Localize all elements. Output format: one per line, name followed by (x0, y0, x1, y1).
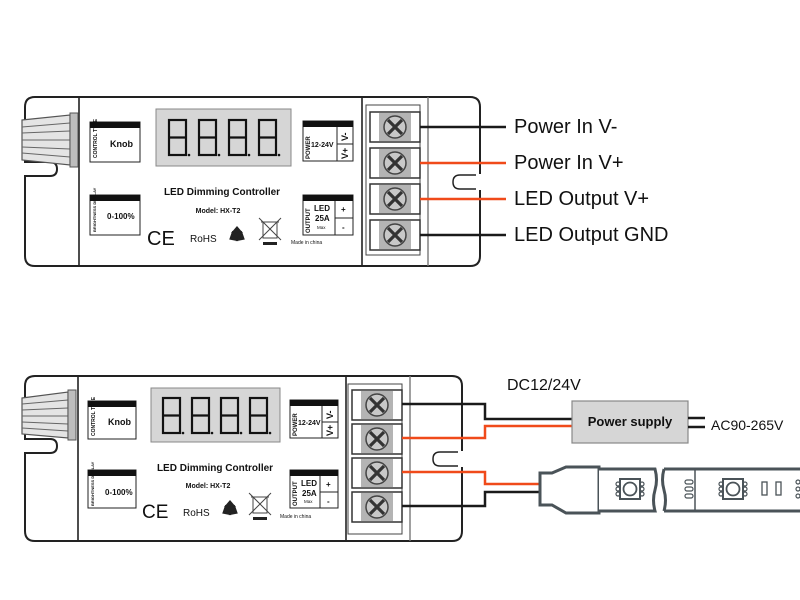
control-type-box: CONTROL TYPE Knob (89, 118, 141, 163)
terminal-label: LED Output GND (514, 224, 669, 246)
wire-strip-negative (402, 490, 540, 508)
ce-mark-icon: CE (147, 228, 175, 250)
dimmer-knob[interactable] (21, 112, 79, 168)
power-pin-vplus: V+ (325, 425, 335, 436)
output-label: OUTPUT (293, 481, 299, 506)
brightness-box: BRIGHTNESS DISPLAY 0-100% (89, 187, 141, 236)
ce-mark-icon: CE (142, 502, 168, 523)
output-led: LED (301, 479, 317, 488)
strip-connector (538, 465, 601, 515)
output-box: OUTPUT LED 25A Max + - (289, 469, 339, 509)
terminal-block (365, 104, 421, 256)
controller-model: Model: HX-T2 (196, 208, 241, 215)
output-max: Max (317, 225, 326, 230)
controller-title: LED Dimming Controller (164, 187, 280, 198)
output-label: OUTPUT (306, 208, 312, 233)
controller-top: CONTROL TYPE Knob BRIGHTNESS DISPLAY 0-1… (21, 96, 669, 267)
rohs-label: RoHS (190, 234, 217, 245)
power-label: POWER (293, 413, 299, 436)
output-max: Max (304, 499, 313, 504)
wire-strip-positive (402, 470, 540, 486)
controller-title: LED Dimming Controller (157, 463, 273, 474)
control-type-label: CONTROL TYPE (91, 396, 97, 436)
control-type-value: Knob (110, 139, 133, 149)
output-current: 25A (315, 214, 330, 223)
output-led: LED (314, 204, 330, 213)
terminal-2[interactable] (351, 423, 403, 455)
output-current: 25A (302, 489, 317, 498)
power-box: POWER 12-24V V- V+ (302, 120, 354, 162)
made-in-label: Made in china (291, 240, 322, 246)
power-value: 12-24V (311, 142, 334, 149)
wire-supply-positive (402, 424, 572, 440)
controller-bottom: CONTROL TYPE Knob BRIGHTNESS DISPLAY 0-1… (21, 375, 800, 542)
control-type-label: CONTROL TYPE (93, 118, 99, 158)
terminal-1[interactable] (351, 389, 403, 421)
power-supply-label: Power supply (588, 414, 673, 429)
smd-led-icon (718, 478, 748, 500)
power-pin-vplus: V+ (340, 148, 350, 159)
output-pin-plus: + (326, 480, 331, 489)
power-pin-vminus: V- (340, 132, 350, 141)
terminal-label: Power In V+ (514, 152, 624, 174)
brightness-value: 0-100% (105, 488, 133, 497)
dimmer-knob[interactable] (21, 389, 77, 441)
controller-model: Model: HX-T2 (186, 483, 231, 490)
control-type-box: CONTROL TYPE Knob (87, 396, 137, 440)
control-type-value: Knob (108, 417, 131, 427)
terminal-3[interactable] (369, 183, 421, 215)
terminal-4[interactable] (369, 219, 421, 251)
led-display (150, 387, 281, 443)
wire-supply-negative (402, 402, 572, 421)
rohs-label: RoHS (183, 508, 210, 519)
terminal-label: Power In V- (514, 116, 617, 138)
terminal-label: LED Output V+ (514, 188, 649, 210)
brightness-box: BRIGHTNESS DISPLAY 0-100% (87, 461, 137, 509)
output-pin-plus: + (341, 205, 346, 214)
made-in-label: Made in china (280, 514, 311, 520)
power-pin-vminus: V- (325, 410, 335, 419)
output-box: OUTPUT LED 25A Max + - (302, 194, 354, 236)
power-value: 12-24V (298, 420, 321, 427)
terminal-2[interactable] (369, 147, 421, 179)
power-box: POWER 12-24V V- V+ (289, 399, 339, 439)
power-label: POWER (306, 136, 312, 159)
terminal-1[interactable] (369, 111, 421, 143)
brightness-label: BRIGHTNESS DISPLAY (92, 187, 97, 232)
output-pin-minus: - (342, 223, 345, 232)
led-strip (538, 465, 800, 515)
dc-voltage-label: DC12/24V (507, 377, 581, 394)
brightness-value: 0-100% (107, 212, 135, 221)
ac-voltage-label: AC90-265V (711, 417, 784, 433)
terminal-block (347, 383, 403, 535)
terminal-3[interactable] (351, 457, 403, 489)
led-display (155, 108, 292, 167)
power-supply: Power supply (571, 400, 689, 444)
terminal-4[interactable] (351, 491, 403, 523)
brightness-label: BRIGHTNESS DISPLAY (90, 461, 95, 506)
output-pin-minus: - (327, 497, 330, 506)
